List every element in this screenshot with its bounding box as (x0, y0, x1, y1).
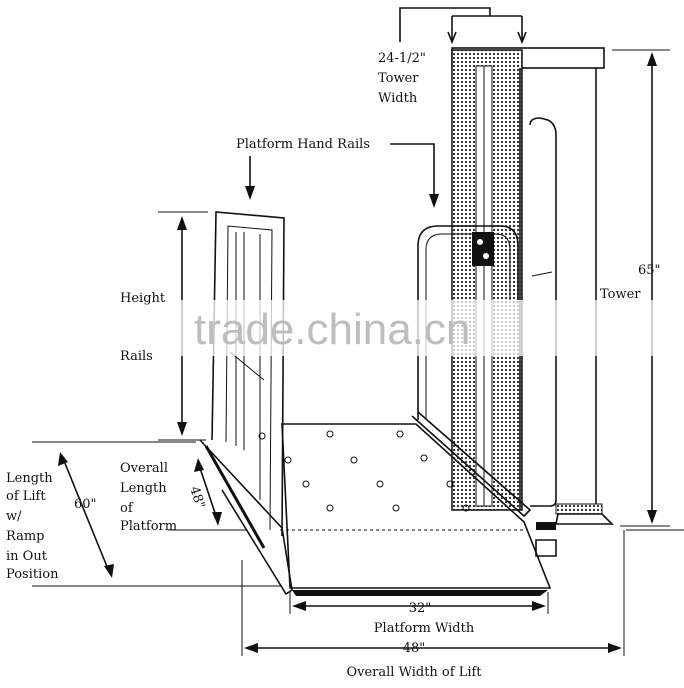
overall-length-label-4: Platform (120, 519, 177, 534)
length-of-lift-label-3: w/ (6, 509, 22, 524)
length-of-lift-label-2: of Lift (6, 489, 46, 504)
tower-door (529, 117, 557, 507)
ramp (199, 439, 293, 596)
control-panel (472, 232, 494, 266)
platform-hand-rails-label: Platform Hand Rails (236, 137, 370, 152)
overall-length-label-3: of (120, 501, 134, 516)
tower (451, 47, 614, 525)
platform-deck (281, 423, 552, 589)
platform (258, 411, 557, 596)
height-rails-label-1: Height (120, 291, 166, 306)
platform-width-value: 32" (409, 601, 432, 616)
right-hand-rail (417, 225, 519, 420)
platform-length-value: 48" (186, 485, 207, 511)
tower-height-value: 65" (638, 263, 661, 278)
tower-width-label-1: Tower (378, 71, 419, 86)
length-of-lift-label-6: Position (6, 567, 59, 582)
overall-length-label-1: Overall (120, 461, 168, 476)
overall-length-label-2: Length (120, 481, 167, 496)
platform-width-label: Platform Width (374, 621, 475, 636)
tower-label: Tower (600, 287, 641, 302)
length-of-lift-label-5: in Out (6, 549, 48, 564)
length-of-lift-label-4: Ramp (6, 529, 45, 544)
tower-width-label-2: Width (378, 91, 418, 106)
length-of-lift-value: 60" (74, 497, 97, 512)
tower-width-value: 24-1/2" (378, 51, 426, 66)
left-hand-rail (211, 211, 285, 537)
labels: 24-1/2" Tower Width Platform Hand Rails … (6, 51, 661, 680)
length-of-lift-label-1: Length (6, 471, 53, 486)
overall-width-label: Overall Width of Lift (346, 665, 482, 680)
overall-width-value: 48" (403, 641, 426, 656)
dimension-lines (32, 7, 684, 656)
height-rails-label-2: Rails (120, 349, 153, 364)
watermark: trade.china.cn (194, 305, 470, 354)
platform-bolts (258, 430, 470, 512)
